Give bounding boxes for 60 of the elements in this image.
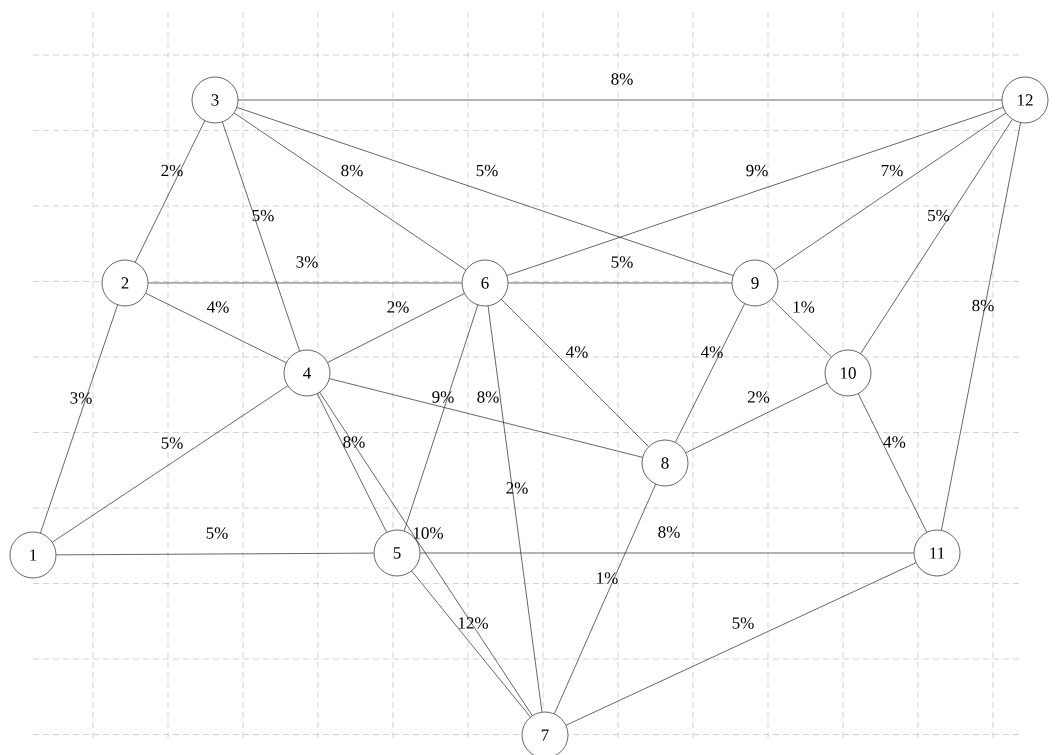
edge-line bbox=[860, 119, 1013, 354]
edge-line bbox=[56, 552, 374, 556]
edge-line bbox=[403, 304, 479, 532]
edge-line bbox=[411, 570, 531, 718]
edge-label: 1% bbox=[597, 572, 618, 584]
edge-line bbox=[487, 305, 543, 713]
edge-line bbox=[317, 393, 387, 533]
edge-label: 8% bbox=[341, 164, 363, 177]
edge-label: 3% bbox=[296, 256, 318, 268]
edge-label: 4% bbox=[883, 436, 906, 448]
edge-label: 12% bbox=[458, 617, 488, 629]
edge-line bbox=[327, 293, 465, 363]
edge-label: 8% bbox=[611, 73, 633, 85]
edge-label: 9% bbox=[746, 164, 768, 177]
edge-label: 7% bbox=[881, 164, 903, 177]
edge-line bbox=[941, 122, 1021, 531]
edge-label: 5% bbox=[732, 617, 754, 629]
edge-line bbox=[508, 282, 732, 284]
edge-label: 2% bbox=[387, 301, 409, 313]
edge-line bbox=[858, 393, 927, 533]
edge-label: 8% bbox=[343, 436, 365, 448]
edge-line bbox=[148, 282, 462, 284]
edge-line bbox=[135, 120, 205, 263]
edge-line bbox=[771, 298, 832, 358]
edge-line bbox=[238, 99, 1002, 101]
edge-label: 3% bbox=[70, 392, 92, 404]
edge-line bbox=[506, 107, 1004, 276]
edge-line bbox=[554, 484, 656, 714]
edge-line bbox=[501, 299, 649, 447]
edge-label: 8% bbox=[477, 391, 499, 403]
edge-line bbox=[40, 304, 118, 534]
edge-line bbox=[234, 112, 467, 271]
edge-label: 4% bbox=[701, 346, 723, 358]
edge-label: 5% bbox=[206, 527, 228, 539]
edge-line bbox=[565, 562, 917, 726]
edge-line bbox=[222, 121, 300, 352]
edge-label: 8% bbox=[658, 526, 680, 538]
edge-label: 4% bbox=[207, 301, 229, 313]
edge-label: 9% bbox=[432, 391, 454, 403]
edge-line bbox=[685, 382, 828, 453]
edge-label: 2% bbox=[161, 164, 183, 177]
edge-line bbox=[675, 303, 745, 443]
edge-label: 5% bbox=[928, 209, 950, 222]
edge-label: 5% bbox=[611, 256, 633, 268]
edge-line bbox=[52, 385, 288, 543]
edge-line bbox=[236, 107, 734, 276]
edge-line bbox=[329, 378, 643, 458]
edge-label: 4% bbox=[566, 346, 588, 358]
edge-line bbox=[319, 392, 533, 716]
edge-line bbox=[145, 293, 287, 363]
edge-label: 1% bbox=[793, 301, 815, 313]
edge-label: 5% bbox=[476, 164, 498, 177]
edge-line bbox=[420, 552, 914, 554]
edge-line bbox=[774, 112, 1007, 271]
edge-label: 2% bbox=[506, 482, 528, 494]
node-label: 7 bbox=[541, 729, 549, 741]
edge-label: 8% bbox=[972, 299, 994, 312]
edge-label: 5% bbox=[161, 437, 183, 449]
edge-label: 5% bbox=[252, 209, 274, 222]
edge-label: 2% bbox=[747, 391, 770, 403]
